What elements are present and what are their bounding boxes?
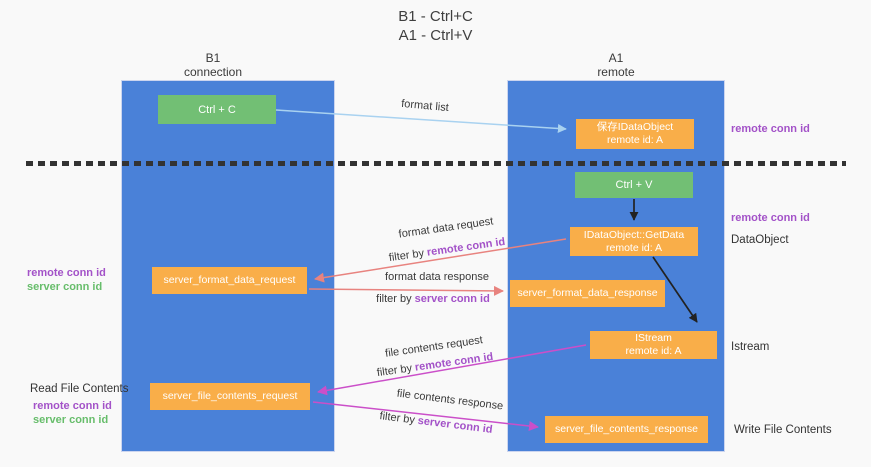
- server-file-contents-request-label: server_file_contents_request: [162, 390, 298, 402]
- remote-conn-id-label-top-right: remote conn id: [731, 123, 810, 135]
- remote-conn-id-label-left-top: remote conn id: [27, 267, 106, 279]
- remote-conn-id-text: remote conn id: [426, 235, 506, 259]
- ctrl-c-label: Ctrl + C: [198, 103, 236, 116]
- save-idataobject-line2: remote id: A: [606, 134, 664, 146]
- lane-a1-role: remote: [597, 65, 635, 79]
- server-file-contents-response-label: server_file_contents_response: [554, 423, 698, 435]
- getdata-line1: IDataObject::GetData: [583, 228, 685, 241]
- format-data-response-label: format data response: [385, 271, 489, 283]
- istream-side-label: Istream: [731, 341, 770, 353]
- conn-id-legend-bottom-left: remote conn id server conn id: [33, 399, 112, 427]
- server-conn-id-text: server conn id: [414, 293, 490, 305]
- remote-conn-id-label-mid-right: remote conn id: [731, 212, 810, 224]
- server-format-data-request-label: server_format_data_request: [163, 274, 296, 286]
- remote-conn-id-text: remote conn id: [414, 350, 494, 374]
- server-format-data-response-label: server_format_data_response: [517, 287, 658, 299]
- remote-conn-id-label-left-bottom: remote conn id: [33, 400, 112, 412]
- server-file-contents-request-box: server_file_contents_request: [150, 383, 310, 410]
- server-format-data-response-box: server_format_data_response: [510, 280, 665, 307]
- diagram-title: B1 - Ctrl+C A1 - Ctrl+V: [0, 7, 871, 45]
- dashed-separator-line: [26, 161, 846, 166]
- lane-header-a1: A1 remote: [536, 51, 696, 79]
- format-data-response-arrow: [308, 285, 504, 296]
- server-conn-id-label-left-top: server conn id: [27, 281, 103, 293]
- istream-box: IStream remote id: A: [590, 331, 717, 359]
- save-idataobject-line1: 保存IDataObject: [596, 121, 674, 133]
- filter-by-remote-label-1: filter byremote conn id: [388, 236, 506, 264]
- save-idataobject-box: 保存IDataObject remote id: A: [576, 119, 694, 149]
- title-line-1: B1 - Ctrl+C: [398, 8, 473, 25]
- istream-line2: remote id: A: [625, 345, 682, 357]
- ctrl-v-label: Ctrl + V: [615, 179, 653, 191]
- getdata-line2: remote id: A: [605, 241, 663, 254]
- istream-line1: IStream: [635, 332, 672, 344]
- lane-header-b1: B1 connection: [133, 51, 293, 79]
- lane-b1-role: connection: [183, 65, 243, 79]
- dataobject-label: DataObject: [731, 234, 789, 246]
- server-file-contents-response-box: server_file_contents_response: [545, 416, 708, 443]
- server-conn-id-text: server conn id: [417, 414, 494, 436]
- ctrl-c-box: Ctrl + C: [158, 95, 276, 124]
- filter-by-text: filter by: [376, 362, 413, 380]
- write-file-contents-label: Write File Contents: [734, 424, 832, 436]
- filter-by-text: filter by: [378, 410, 416, 427]
- file-contents-response-label: file contents response: [396, 387, 504, 413]
- format-data-request-label: format data request: [397, 215, 495, 241]
- conn-id-legend-top-left: remote conn id server conn id: [27, 266, 106, 294]
- title-line-2: A1 - Ctrl+V: [398, 27, 473, 44]
- filter-by-text: filter by: [376, 293, 412, 305]
- lane-b1-name: B1: [205, 51, 221, 65]
- server-format-data-request-box: server_format_data_request: [152, 267, 307, 294]
- ctrl-v-box: Ctrl + V: [575, 172, 693, 198]
- read-file-contents-label: Read File Contents: [30, 383, 129, 395]
- format-list-label: format list: [400, 97, 450, 115]
- filter-by-text: filter by: [388, 247, 425, 265]
- idataobject-getdata-box: IDataObject::GetData remote id: A: [570, 227, 698, 256]
- server-conn-id-label-left-bottom: server conn id: [33, 414, 109, 426]
- lane-a1-name: A1: [608, 51, 624, 65]
